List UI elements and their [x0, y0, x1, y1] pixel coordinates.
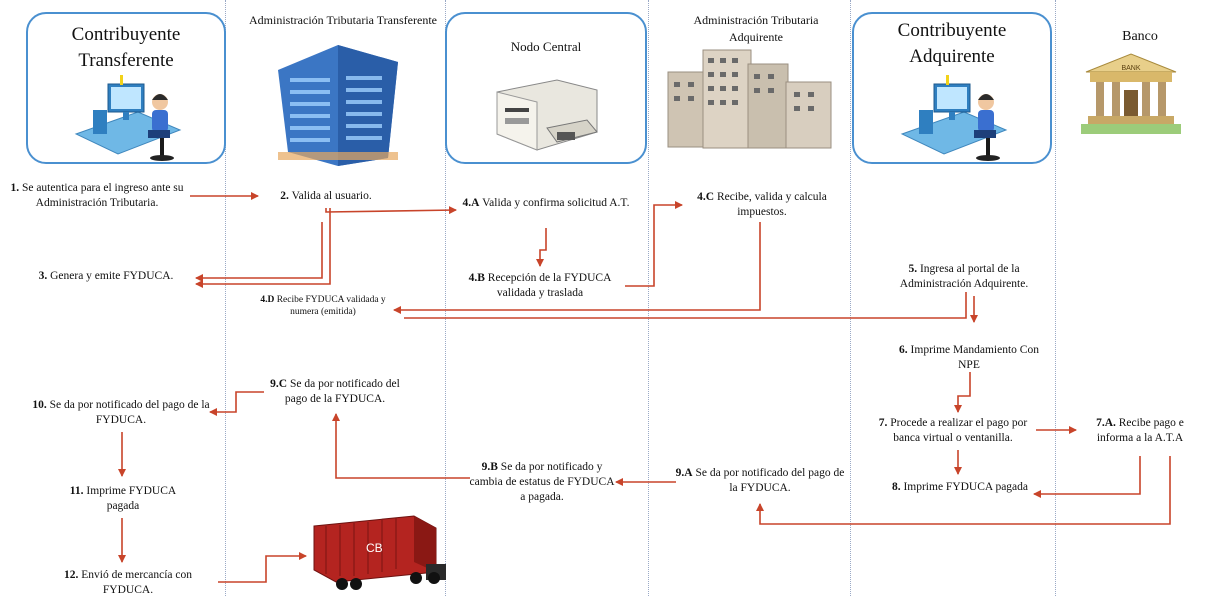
actor-title: Contribuyente Adquirente — [897, 20, 1007, 67]
step-text: Imprime FYDUCA pagada — [903, 481, 1029, 493]
step-7a: 7.A. Recibe pago e informa a la A.T.A — [1078, 416, 1202, 446]
step-number: 4.C — [697, 191, 715, 203]
computer-user-icon — [900, 75, 1008, 161]
step-text: Recibe FYDUCA validada y numera (emitida… — [276, 295, 386, 317]
step-9a: 9.A Se da por notificado del pago de la … — [672, 466, 848, 496]
step-number: 4.A — [462, 197, 480, 209]
step-12: 12. Envió de mercancía con FYDUCA. — [38, 568, 218, 598]
step-number: 10. — [32, 399, 47, 411]
actor-banco-title: Banco — [1122, 29, 1158, 44]
step-text: Imprime Mandamiento Con NPE — [910, 344, 1039, 371]
arrow-12-to-truck — [218, 552, 307, 583]
step-number: 8. — [891, 481, 901, 493]
step-8: 8. Imprime FYDUCA pagada — [890, 480, 1030, 495]
step-text: Recibe pago e informa a la A.T.A — [1096, 417, 1184, 444]
bank-icon: BANK — [1081, 53, 1181, 134]
step-9b: 9.B Se da por notificado y cambia de est… — [466, 460, 618, 505]
step-text: Se da por notificado y cambia de estatus… — [469, 461, 615, 503]
step-text: Se da por notificado del pago de la FYDU… — [695, 467, 845, 494]
step-number: 7.A. — [1096, 417, 1116, 429]
arrow-5-to-4d — [404, 292, 967, 319]
step-number: 6. — [899, 344, 908, 356]
actor-contribuyente-transferente: Contribuyente Transferente — [26, 12, 226, 164]
arrow-to-4a — [325, 206, 457, 215]
actor-at-transferente-title: Administración Tributaria Transferente — [249, 13, 437, 27]
actor-at-adquirente-title: Administración Tributaria Adquirente — [693, 13, 819, 44]
step-number: 9.C — [270, 378, 288, 390]
arrow-9b-to-9c — [332, 413, 470, 479]
arrow-4a-to-3 — [195, 222, 323, 282]
arrow-9c-to-10 — [209, 391, 264, 416]
step-text: Envió de mercancía con FYDUCA. — [81, 569, 193, 596]
step-4b: 4.B Recepción de la FYDUCA validada y tr… — [452, 271, 628, 301]
step-4c: 4.C Recibe, valida y calcula impuestos. — [682, 190, 842, 220]
step-5: 5. Ingresa al portal de la Administració… — [884, 262, 1044, 292]
step-text: Se autentica para el ingreso ante su Adm… — [21, 182, 184, 209]
step-number: 7. — [878, 417, 888, 429]
server-icon — [496, 79, 598, 151]
step-number: 12. — [63, 569, 79, 581]
step-number: 4.D — [260, 295, 275, 305]
step-9c: 9.C Se da por notificado del pago de la … — [262, 377, 408, 407]
actor-title: Contribuyente Transferente — [71, 24, 181, 71]
arrow-7a-to-8 — [1033, 456, 1141, 498]
arrow-4a-to-4b — [536, 228, 547, 267]
lane-separator — [225, 0, 226, 596]
computer-user-icon — [74, 75, 182, 161]
lane-separator — [850, 0, 851, 596]
step-number: 11. — [69, 485, 84, 497]
step-4d: 4.D Recibe FYDUCA validada y numera (emi… — [252, 294, 394, 318]
arrow-6-to-7 — [954, 372, 971, 413]
step-text: Imprime FYDUCA pagada — [86, 485, 177, 512]
step-2: 2. Valida al usuario. — [258, 189, 394, 204]
step-text: Procede a realizar el pago por banca vir… — [890, 417, 1028, 444]
arrow-7a-to-9a — [756, 456, 1171, 525]
lane-separator — [445, 0, 446, 596]
step-7: 7. Procede a realizar el pago por banca … — [868, 416, 1038, 446]
lane-separator — [648, 0, 649, 596]
step-number: 5. — [908, 263, 918, 275]
step-6: 6. Imprime Mandamiento Con NPE — [894, 343, 1044, 373]
step-number: 3. — [38, 270, 48, 282]
step-10: 10. Se da por notificado del pago de la … — [30, 398, 212, 428]
step-number: 1. — [10, 182, 20, 194]
step-text: Recibe, valida y calcula impuestos. — [716, 191, 827, 218]
actor-title: Nodo Central — [510, 39, 582, 54]
step-text: Se da por notificado del pago de la FYDU… — [284, 378, 400, 405]
step-number: 4.B — [468, 272, 485, 284]
city-buildings-icon — [667, 49, 832, 149]
truck-icon: CB — [313, 515, 446, 590]
step-text: Recepción de la FYDUCA validada y trasla… — [487, 272, 612, 299]
arrow-4c-to-4d — [393, 222, 761, 314]
building-icon — [278, 45, 398, 166]
step-text: Genera y emite FYDUCA. — [50, 270, 174, 282]
actor-nodo-central: Nodo Central — [445, 12, 647, 164]
bank-sign-text: BANK — [1121, 65, 1140, 72]
step-3: 3. Genera y emite FYDUCA. — [18, 269, 194, 284]
lane-separator — [1055, 0, 1056, 596]
step-4a: 4.A Valida y confirma solicitud A.T. — [456, 196, 636, 211]
step-number: 9.A — [675, 467, 693, 479]
step-text: Valida y confirma solicitud A.T. — [482, 197, 630, 209]
step-number: 9.B — [481, 461, 498, 473]
step-text: Valida al usuario. — [291, 190, 372, 202]
arrow-2-to-4a — [195, 208, 331, 288]
actor-contribuyente-adquirente: Contribuyente Adquirente — [852, 12, 1052, 164]
arrow-4b-to-4c — [625, 201, 683, 287]
truck-brand-text: CB — [366, 541, 383, 555]
step-text: Se da por notificado del pago de la FYDU… — [49, 399, 210, 426]
step-number: 2. — [280, 190, 289, 202]
step-11: 11. Imprime FYDUCA pagada — [56, 484, 190, 514]
step-text: Ingresa al portal de la Administración A… — [899, 263, 1029, 290]
step-1: 1. Se autentica para el ingreso ante su … — [2, 181, 192, 211]
